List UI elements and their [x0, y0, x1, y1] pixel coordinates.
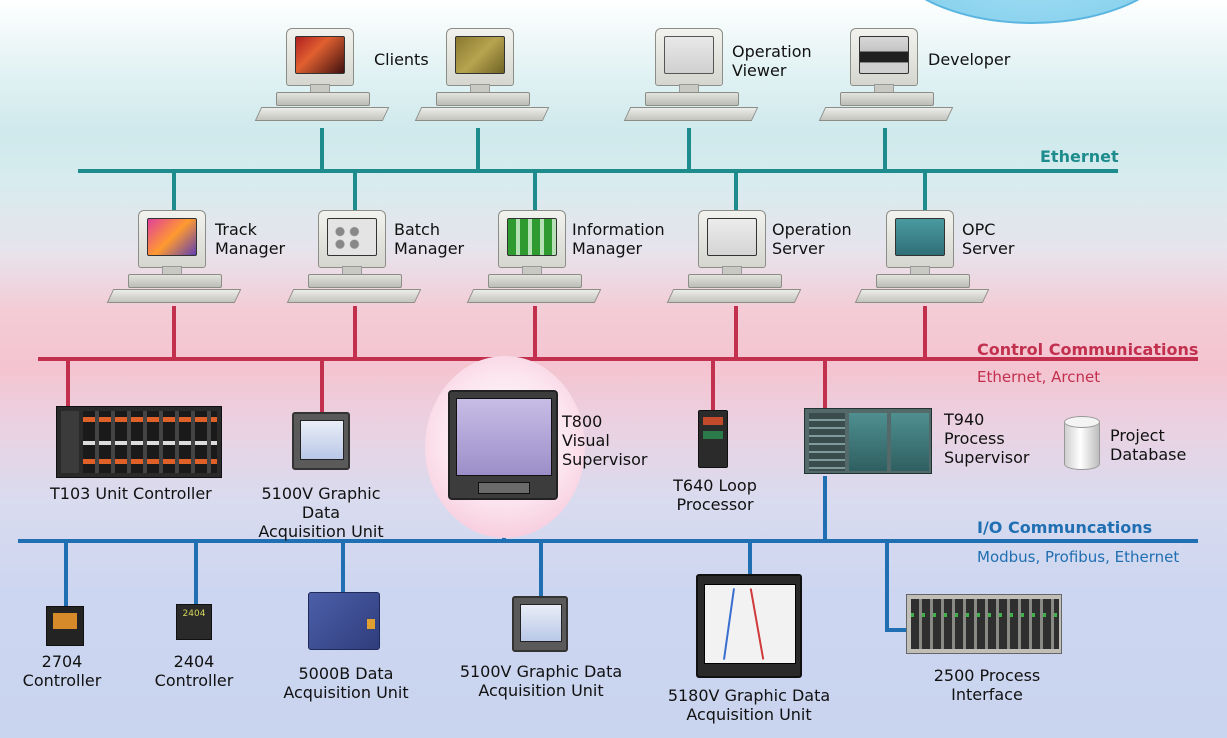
- client-workstation-2: [414, 28, 558, 128]
- t940-process-supervisor-image: [804, 408, 932, 474]
- 5100v-graphic-unit-label: 5100V Graphic Data Acquisition Unit: [258, 484, 384, 541]
- 5000b-data-acquisition-label: 5000B Data Acquisition Unit: [283, 664, 409, 702]
- opc-server-label: OPC Server: [962, 220, 1015, 258]
- ethernet-drop: [172, 172, 176, 212]
- track-manager-workstation: [106, 210, 250, 310]
- io-drop: [885, 628, 909, 632]
- t640-loop-processor-label: T640 Loop Processor: [673, 476, 757, 514]
- control-drop: [172, 306, 176, 358]
- operation-server-label: Operation Server: [772, 220, 852, 258]
- clients-label: Clients: [374, 50, 429, 69]
- decorative-blob: [880, 0, 1184, 24]
- opc-server-workstation: [854, 210, 998, 310]
- t800-visual-supervisor-image: [448, 390, 558, 500]
- ethernet-drop: [353, 172, 357, 212]
- client-workstation-1: [254, 28, 398, 128]
- ethernet-drop: [734, 172, 738, 212]
- operation-viewer-workstation: [623, 28, 767, 128]
- control-drop: [533, 306, 537, 358]
- operation-viewer-label: Operation Viewer: [732, 42, 812, 80]
- t103-unit-controller-image: [56, 406, 222, 478]
- developer-label: Developer: [928, 50, 1011, 69]
- database-icon-top: [1064, 416, 1100, 428]
- control-communications-bus: [38, 357, 1198, 361]
- batch-manager-workstation: [286, 210, 430, 310]
- project-database-label: Project Database: [1110, 426, 1187, 464]
- 5100v-graphic-unit-image: [292, 412, 350, 470]
- ethernet-drop: [533, 172, 537, 212]
- 2404-display-text: 2404: [182, 609, 206, 619]
- 2404-controller-image: 2404: [176, 604, 212, 640]
- 2404-controller-label: 2404 Controller: [154, 652, 234, 690]
- io-drop: [539, 542, 543, 598]
- operation-server-workstation: [666, 210, 810, 310]
- t640-loop-processor-image: [698, 410, 728, 468]
- 5000b-data-acquisition-image: [308, 592, 380, 650]
- control-drop: [823, 360, 827, 408]
- io-communications-title: I/O Communcations: [977, 518, 1153, 537]
- io-drop: [885, 542, 889, 632]
- t940-process-supervisor-label: T940 Process Supervisor: [944, 410, 1030, 467]
- control-drop: [923, 306, 927, 358]
- control-drop: [66, 360, 70, 408]
- control-drop: [353, 306, 357, 358]
- ethernet-drop: [687, 128, 691, 170]
- control-drop: [734, 306, 738, 358]
- ethernet-drop: [320, 128, 324, 170]
- io-communications-subtitle: Modbus, Profibus, Ethernet: [977, 548, 1180, 566]
- information-manager-label: Information Manager: [572, 220, 665, 258]
- control-communications-subtitle: Ethernet, Arcnet: [977, 368, 1101, 386]
- ethernet-drop: [923, 172, 927, 212]
- batch-manager-label: Batch Manager: [394, 220, 465, 258]
- io-drop: [748, 542, 752, 576]
- io-drop: [194, 542, 198, 606]
- ethernet-drop: [476, 128, 480, 170]
- 5180v-graphic-unit-image: [696, 574, 802, 678]
- 2500-process-interface-label: 2500 Process Interface: [933, 666, 1041, 704]
- io-drop: [64, 542, 68, 608]
- 2704-controller-label: 2704 Controller: [22, 652, 102, 690]
- io-drop: [341, 542, 345, 592]
- t103-unit-controller-label: T103 Unit Controller: [50, 484, 212, 503]
- track-manager-label: Track Manager: [215, 220, 286, 258]
- t800-visual-supervisor-label: T800 Visual Supervisor: [562, 412, 648, 469]
- 2500-process-interface-image: [906, 594, 1062, 654]
- 5100v-graphic-unit-io-label: 5100V Graphic Data Acquisition Unit: [459, 662, 623, 700]
- control-communications-title: Control Communications: [977, 340, 1199, 359]
- io-communications-bus: [18, 539, 1198, 543]
- control-drop: [711, 360, 715, 412]
- 2704-controller-image: [46, 606, 84, 646]
- control-drop: [320, 360, 324, 414]
- developer-workstation: [818, 28, 962, 128]
- ethernet-bus: [78, 169, 1118, 173]
- io-drop: [823, 476, 827, 540]
- 5100v-graphic-unit-io-image: [512, 596, 568, 652]
- 5180v-graphic-unit-label: 5180V Graphic Data Acquisition Unit: [667, 686, 831, 724]
- ethernet-drop: [883, 128, 887, 170]
- information-manager-workstation: [466, 210, 610, 310]
- ethernet-title: Ethernet: [1040, 147, 1119, 166]
